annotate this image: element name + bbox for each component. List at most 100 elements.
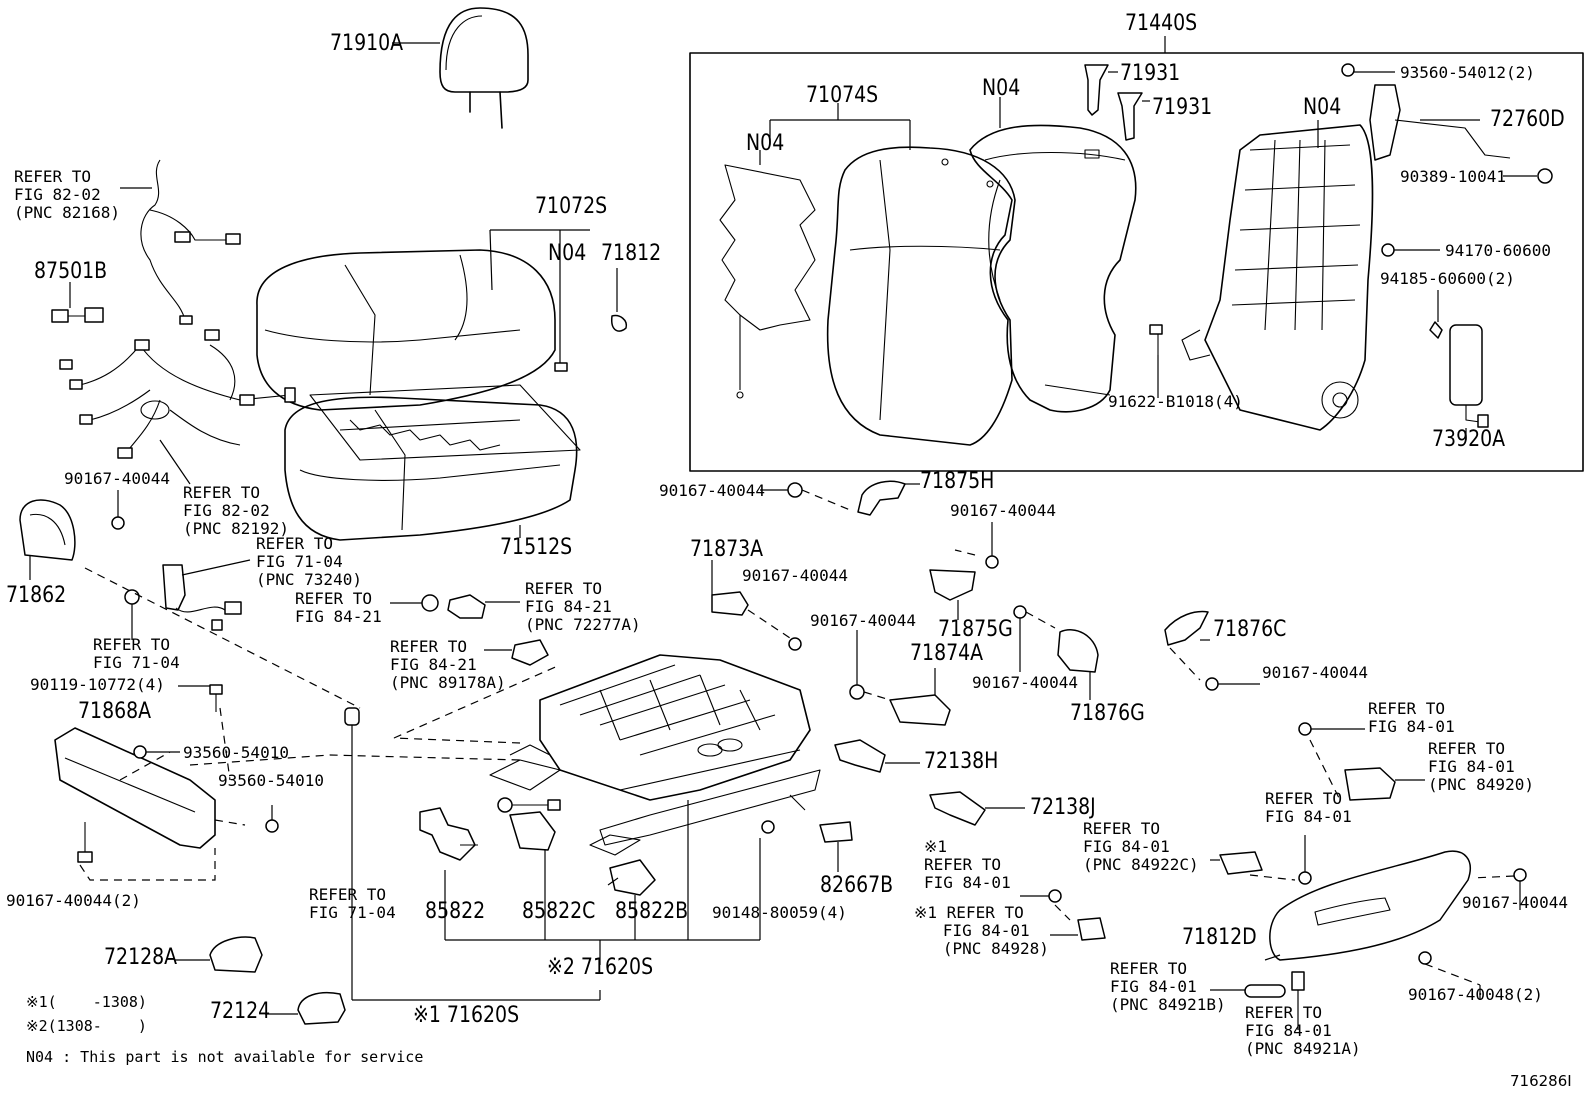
- cover-72128A: [209, 936, 263, 973]
- part-71512S: 71512S: [500, 535, 573, 560]
- headrest-drawing: [392, 7, 529, 129]
- bolt-93560-54012: 93560-54012(2): [1400, 63, 1535, 82]
- bolt-90167-40044-center-e: 90167-40044: [972, 673, 1078, 692]
- ref-fig-84-01-84928: ※1 REFER TO FIG 84-01 (PNC 84928): [914, 903, 1049, 958]
- note-n04: N04 : This part is not available for ser…: [26, 1048, 424, 1066]
- part-82667B: 82667B: [820, 873, 894, 898]
- bolt-93560-54010-a: 93560-54010: [183, 743, 289, 762]
- cover-72138J: [929, 791, 986, 826]
- part-71620S-note2: ※2 71620S: [547, 955, 654, 980]
- bolt-90167-40044-right-b: 90167-40044: [1462, 893, 1568, 912]
- bracket-71875H: [857, 480, 906, 516]
- bolt-90167-40048: 90167-40048(2): [1408, 985, 1543, 1004]
- part-71868A: 71868A: [78, 699, 152, 724]
- bolt-90167-40044-2: 90167-40044(2): [6, 891, 141, 910]
- part-71074S: 71074S: [806, 83, 879, 108]
- bolt-90167-40044-center-a: 90167-40044: [659, 481, 765, 500]
- assembly-box: [689, 52, 1584, 472]
- seat-heater-mat: [309, 384, 581, 461]
- part-71875H: 71875H: [920, 469, 995, 494]
- switch-84922C: [1219, 851, 1263, 875]
- clip-82667B: [819, 821, 853, 843]
- bolt-90167-40044-center-b: 90167-40044: [950, 501, 1056, 520]
- seatback-heater-mat: [719, 150, 816, 399]
- part-71876C: 71876C: [1213, 617, 1287, 642]
- part-71874A: 71874A: [910, 641, 984, 666]
- sensor-87501B: [51, 282, 104, 323]
- ref-fig-84-01-84920: REFER TO FIG 84-01 (PNC 84920): [1428, 739, 1534, 794]
- bolt-91622-B1018: 91622-B1018(4): [1108, 392, 1243, 411]
- headrest-guides: [1084, 64, 1150, 141]
- ref-fig-71-04-adjuster: REFER TO FIG 71-04: [309, 885, 396, 922]
- seatback-cover: [769, 103, 1016, 446]
- ref-fig-71-04-73240: REFER TO FIG 71-04 (PNC 73240): [256, 534, 362, 589]
- part-71910A: 71910A: [330, 31, 404, 56]
- part-71812D: 71812D: [1182, 925, 1257, 950]
- ref-fig-84-01-84922C: REFER TO FIG 84-01 (PNC 84922C): [1083, 819, 1199, 874]
- ecu-84920: [1344, 767, 1396, 801]
- seat-cushion-pad: [284, 396, 578, 541]
- bracket-71874A: [889, 694, 951, 726]
- part-71862: 71862: [6, 583, 67, 608]
- ref-fig-82-02-82168: REFER TO FIG 82-02 (PNC 82168): [14, 167, 120, 222]
- part-85822C: 85822C: [522, 899, 596, 924]
- bracket-71876C: [1164, 610, 1209, 646]
- part-87501B: 87501B: [34, 259, 108, 284]
- bolt-93560-54010-b: 93560-54010: [218, 771, 324, 790]
- note-1: ※1( -1308): [26, 993, 147, 1011]
- bolt-90167-40044-right-a: 90167-40044: [1262, 663, 1368, 682]
- n04-label-pad: N04: [982, 76, 1021, 101]
- bolt-94185-60600: 94185-60600(2): [1380, 269, 1515, 288]
- n04-label-heater: N04: [746, 131, 785, 156]
- bolt-94170-60600: 94170-60600: [1445, 241, 1551, 260]
- seatbelt-buckle: [124, 559, 251, 640]
- figure-id: 716286I: [1510, 1072, 1572, 1090]
- shield-71862: [19, 490, 125, 580]
- part-85822: 85822: [425, 899, 486, 924]
- ref-fig-82-02-82192: REFER TO FIG 82-02 (PNC 82192): [183, 483, 289, 538]
- part-71876G: 71876G: [1070, 701, 1145, 726]
- bolt-90119-10772: 90119-10772(4): [30, 675, 165, 694]
- part-72138H: 72138H: [924, 749, 999, 774]
- part-72138J: 72138J: [1030, 795, 1096, 820]
- bolt-90389-10041: 90389-10041: [1400, 167, 1506, 186]
- n04-label-cushion: N04: [548, 241, 587, 266]
- part-72760D: 72760D: [1490, 107, 1565, 132]
- ref-fig-84-21: REFER TO FIG 84-21: [295, 589, 382, 626]
- bolt-90167-40044-center-d: 90167-40044: [810, 611, 916, 630]
- bracket-71876G: [1057, 629, 1099, 673]
- part-71873A: 71873A: [690, 537, 764, 562]
- note-2: ※2(1308- ): [26, 1017, 147, 1035]
- seatback-bolt: [1149, 324, 1163, 398]
- ref-fig-84-21-72277A: REFER TO FIG 84-21 (PNC 72277A): [525, 579, 641, 634]
- seat-cushion-cover: [256, 249, 556, 411]
- bracket-71875G: [929, 569, 976, 601]
- n04-label-frame: N04: [1303, 95, 1342, 120]
- seatback-pad: [969, 97, 1137, 413]
- part-71931-upper: 71931: [1120, 61, 1181, 86]
- bolt-90167-40044-left: 90167-40044: [64, 469, 170, 488]
- part-71620S-note1: ※1 71620S: [413, 1003, 520, 1028]
- part-72128A: 72128A: [104, 945, 178, 970]
- switch-84928: [1077, 917, 1106, 941]
- part-72124: 72124: [210, 999, 271, 1024]
- ref-fig-84-01-c: ※1 REFER TO FIG 84-01: [924, 837, 1011, 892]
- part-85822B: 85822B: [615, 899, 689, 924]
- seat-adjuster: [489, 654, 821, 856]
- cover-72138H: [834, 739, 886, 773]
- ref-fig-84-01-84921B: REFER TO FIG 84-01 (PNC 84921B): [1110, 959, 1226, 1014]
- side-airbag: [1449, 324, 1489, 440]
- bolt-90148-80059: 90148-80059(4): [712, 903, 847, 922]
- ref-fig-84-01-84921A: REFER TO FIG 84-01 (PNC 84921A): [1245, 1003, 1361, 1058]
- ref-fig-71-04-buckle: REFER TO FIG 71-04: [93, 635, 180, 672]
- ref-fig-84-21-89178A: REFER TO FIG 84-21 (PNC 89178A): [390, 637, 506, 692]
- ref-fig-84-01-b: REFER TO FIG 84-01: [1265, 789, 1352, 826]
- part-71812: 71812: [601, 241, 662, 266]
- side-shield-71812D: [1269, 850, 1471, 961]
- cover-72124: [297, 991, 346, 1025]
- part-71931-lower: 71931: [1152, 95, 1213, 120]
- bolt-90167-40044-center-c: 90167-40044: [742, 566, 848, 585]
- ref-fig-84-01-a: REFER TO FIG 84-01: [1368, 699, 1455, 736]
- bracket-71873A: [711, 591, 749, 616]
